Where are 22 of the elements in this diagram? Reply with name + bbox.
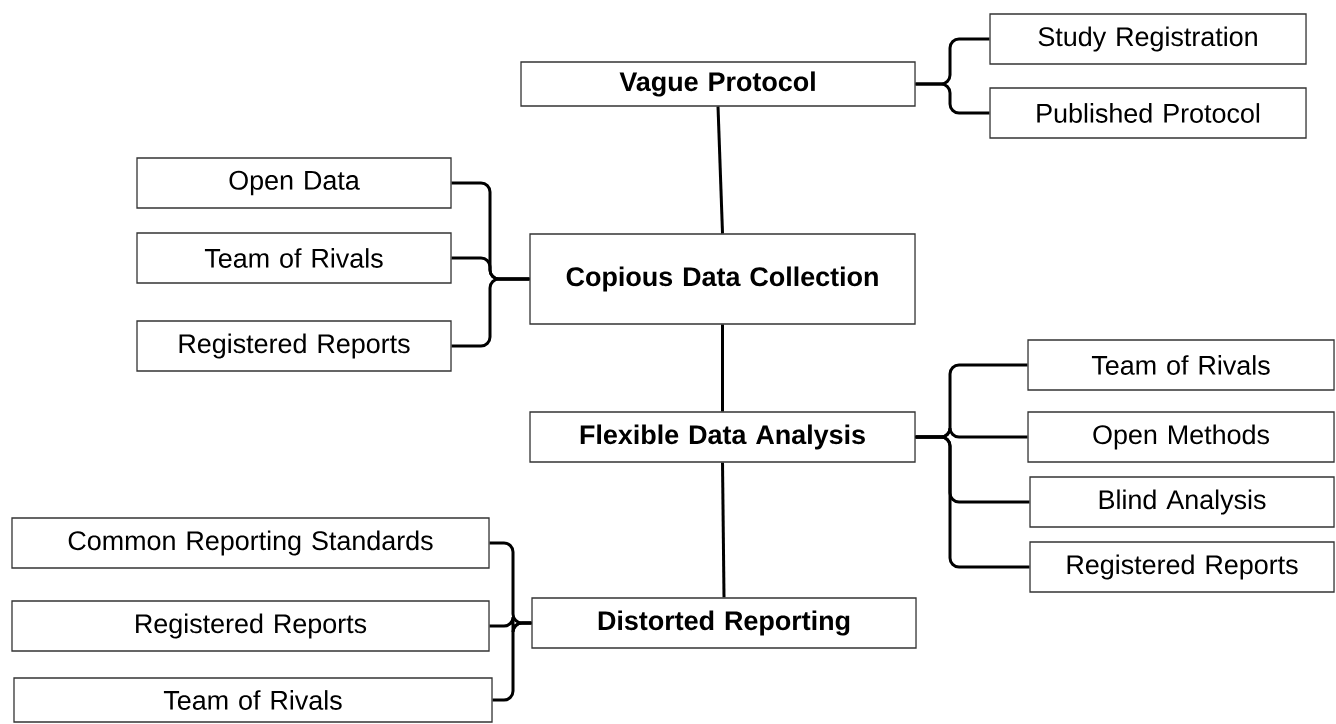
remedy-box: Team of Rivals — [13, 677, 493, 723]
connector-line — [716, 106, 724, 234]
stage-box: Distorted Reporting — [531, 597, 917, 649]
remedy-box: Team of Rivals — [1027, 339, 1335, 391]
connector-line — [721, 462, 726, 598]
remedy-box: Registered Reports — [136, 320, 452, 372]
connector-line — [915, 82, 990, 115]
stage-box: Vague Protocol — [520, 61, 916, 107]
remedy-box: Registered Reports — [11, 600, 490, 652]
remedy-box: Common Reporting Standards — [11, 517, 490, 569]
remedy-box: Team of Rivals — [136, 232, 452, 284]
remedy-box: Published Protocol — [989, 87, 1307, 139]
remedy-box: Registered Reports — [1029, 541, 1335, 593]
remedy-box: Open Methods — [1027, 411, 1335, 463]
stage-box: Flexible Data Analysis — [529, 411, 916, 463]
connector-line — [451, 277, 530, 348]
stage-box: Copious Data Collection — [529, 233, 916, 325]
connector-line — [915, 435, 1030, 569]
remedy-box: Study Registration — [989, 13, 1307, 65]
remedy-box: Blind Analysis — [1029, 476, 1335, 528]
connector-line — [721, 324, 724, 412]
remedy-box: Open Data — [136, 157, 452, 209]
